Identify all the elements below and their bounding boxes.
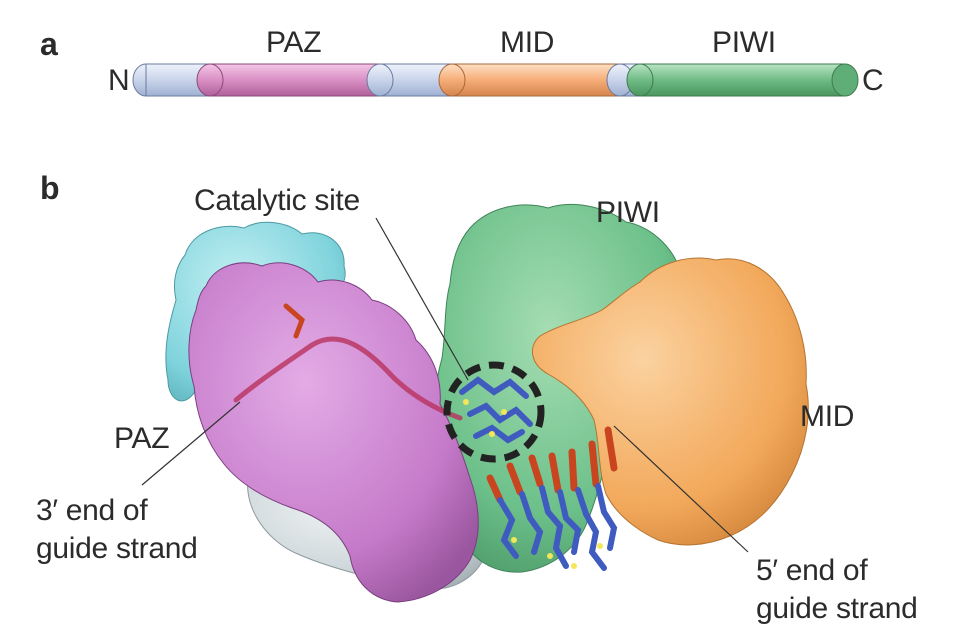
c-terminus-cap: [831, 63, 859, 97]
piwi-domain-label: PIWI: [712, 26, 776, 59]
three-prime-line-2: guide strand: [36, 532, 198, 566]
piwi-segment: [639, 63, 846, 97]
piwi-structure-label: PIWI: [596, 196, 660, 229]
three-prime-end-label: 3′ end of guide strand: [36, 492, 198, 568]
mid-domain-surface: [532, 257, 809, 546]
c-terminus-label: C: [862, 64, 884, 97]
panel-b-letter: b: [40, 170, 60, 206]
catalytic-site-label: Catalytic site: [194, 184, 360, 217]
five-prime-end-label: 5′ end of guide strand: [756, 552, 918, 628]
protein-structure: [141, 203, 809, 603]
catalytic-site-leader: [375, 217, 469, 381]
paz-segment: [209, 63, 381, 97]
five-prime-line-2: guide strand: [756, 592, 918, 626]
mid-domain-label: MID: [500, 26, 555, 59]
mid-segment: [451, 63, 621, 97]
mid-structure-label: MID: [800, 400, 855, 433]
paz-domain-surface: [188, 262, 479, 603]
five-prime-line-1: 5′ end of: [756, 554, 868, 587]
paz-domain-label: PAZ: [266, 26, 322, 59]
paz-structure-label: PAZ: [114, 422, 170, 455]
panel-a-letter: a: [40, 26, 58, 62]
guide-strand-nucleotides: [233, 303, 618, 571]
three-prime-leader: [141, 401, 241, 486]
domain-bar: [132, 63, 859, 97]
catalytic-site-circle: [443, 361, 545, 463]
five-prime-leader: [613, 425, 749, 553]
n-terminus-label: N: [108, 64, 130, 97]
three-prime-line-1: 3′ end of: [36, 494, 148, 527]
